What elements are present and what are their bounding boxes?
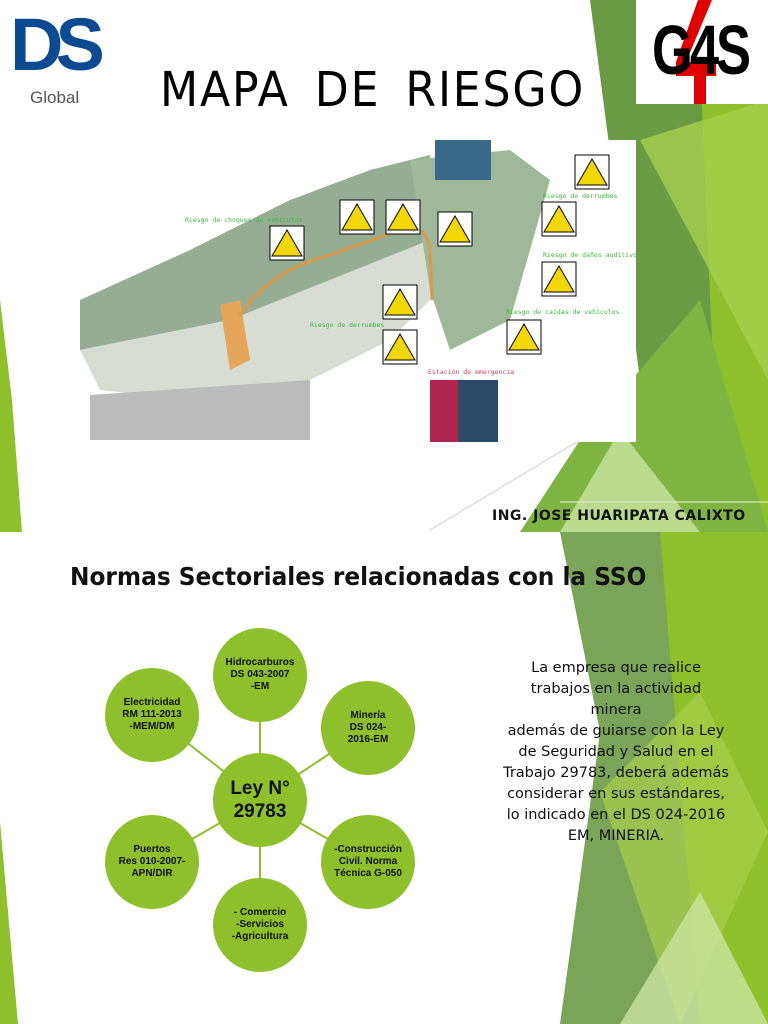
- node-mineria: Minería DS 024- 2016-EM: [321, 681, 415, 775]
- map-label: Riesgo de choques de vehículos: [185, 216, 302, 224]
- slide-normas-sectoriales: Normas Sectoriales relacionadas con la S…: [0, 532, 768, 1024]
- slide-title: MAPA DE RIESGO: [160, 62, 586, 118]
- node-construccion: -Construcción Civil. Norma Técnica G-050: [321, 815, 415, 909]
- body-text: La empresa que realice trabajos en la ac…: [503, 660, 729, 844]
- node-electricidad: Electricidad RM 111-2013 -MEM/DM: [105, 668, 199, 762]
- map-label: Estación de emergencia: [428, 368, 514, 376]
- g4s-red-four-shape: [676, 0, 716, 104]
- node-comercio: - Comercio -Servicios -Agricultura: [213, 878, 307, 972]
- green-decoration: [0, 532, 768, 1024]
- map-label: Riesgo de derrumbes: [543, 192, 617, 200]
- g4s-logo: G4S: [636, 0, 768, 104]
- risk-map: Riesgo de choques de vehículos Riesgo de…: [70, 140, 636, 442]
- map-label: Riesgo de caídas de vehículos: [506, 308, 620, 316]
- author-name: ING. JOSE HUARIPATA CALIXTO: [492, 508, 746, 524]
- node-hidrocarburos: Hidrocarburos DS 043-2007 -EM: [213, 628, 307, 722]
- node-puertos: Puertos Res 010-2007- APN/DIR: [105, 815, 199, 909]
- node-ley-29783: Ley N° 29783: [213, 753, 307, 847]
- ds-global-logo: DS Global: [10, 3, 105, 108]
- green-decoration: [0, 0, 768, 532]
- map-label: Riesgo de derrumbes: [310, 321, 384, 329]
- map-label: Riesgo de daños auditivos: [543, 251, 636, 259]
- slide-title: Normas Sectoriales relacionadas con la S…: [70, 562, 647, 591]
- slide-mapa-de-riesgo: DS Global MAPA DE RIESGO G4S: [0, 0, 768, 532]
